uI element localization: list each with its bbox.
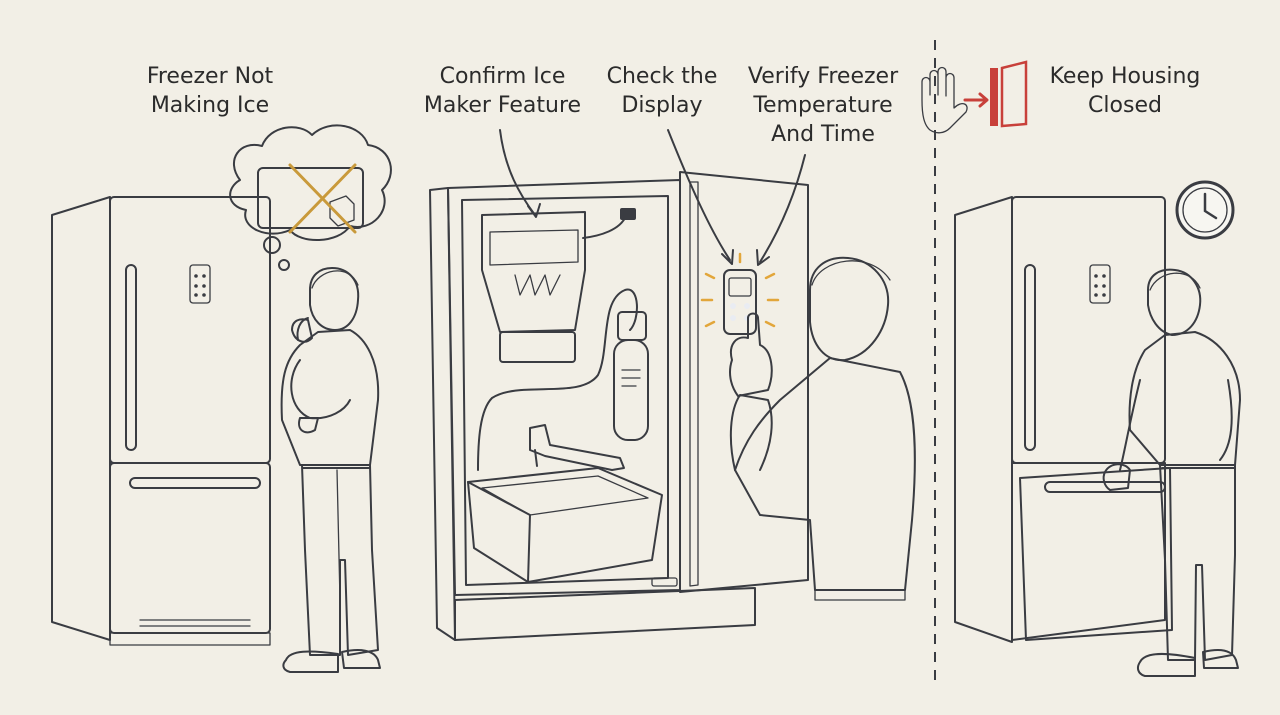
step-4-title: Verify Freezer Temperature And Time bbox=[747, 64, 899, 147]
technician-pointing bbox=[729, 256, 916, 601]
thought-bubble-icon bbox=[229, 124, 392, 271]
step-2-scene bbox=[429, 171, 809, 641]
step-2-title: Confirm Ice Maker Feature bbox=[423, 64, 582, 118]
step-5-title: Keep Housing Closed bbox=[1049, 64, 1201, 118]
refrigerator-left bbox=[51, 196, 271, 646]
clock-icon bbox=[1175, 180, 1235, 240]
technician-closing-drawer bbox=[1102, 268, 1241, 677]
exit-door-icon bbox=[963, 60, 1028, 128]
stop-hand-icon bbox=[921, 66, 968, 134]
ice-bin bbox=[467, 467, 663, 583]
water-filter bbox=[477, 288, 649, 471]
gold-bracket bbox=[529, 424, 625, 471]
open-refrigerator bbox=[429, 171, 809, 641]
technician-thinking bbox=[280, 267, 381, 673]
step-3-title: Check the Display bbox=[606, 64, 718, 118]
control-display-icon bbox=[700, 252, 780, 335]
step-1-title: Freezer Not Making Ice bbox=[146, 64, 274, 118]
no-ice-cross-icon bbox=[288, 163, 357, 234]
step-1-scene bbox=[51, 124, 392, 673]
step-5-scene bbox=[921, 60, 1241, 677]
refrigerator-right bbox=[954, 196, 1173, 643]
ice-maker-unit bbox=[481, 208, 636, 363]
fridge-display-icon bbox=[189, 264, 211, 304]
label-pointers bbox=[499, 129, 806, 266]
step-3-scene bbox=[700, 252, 916, 601]
